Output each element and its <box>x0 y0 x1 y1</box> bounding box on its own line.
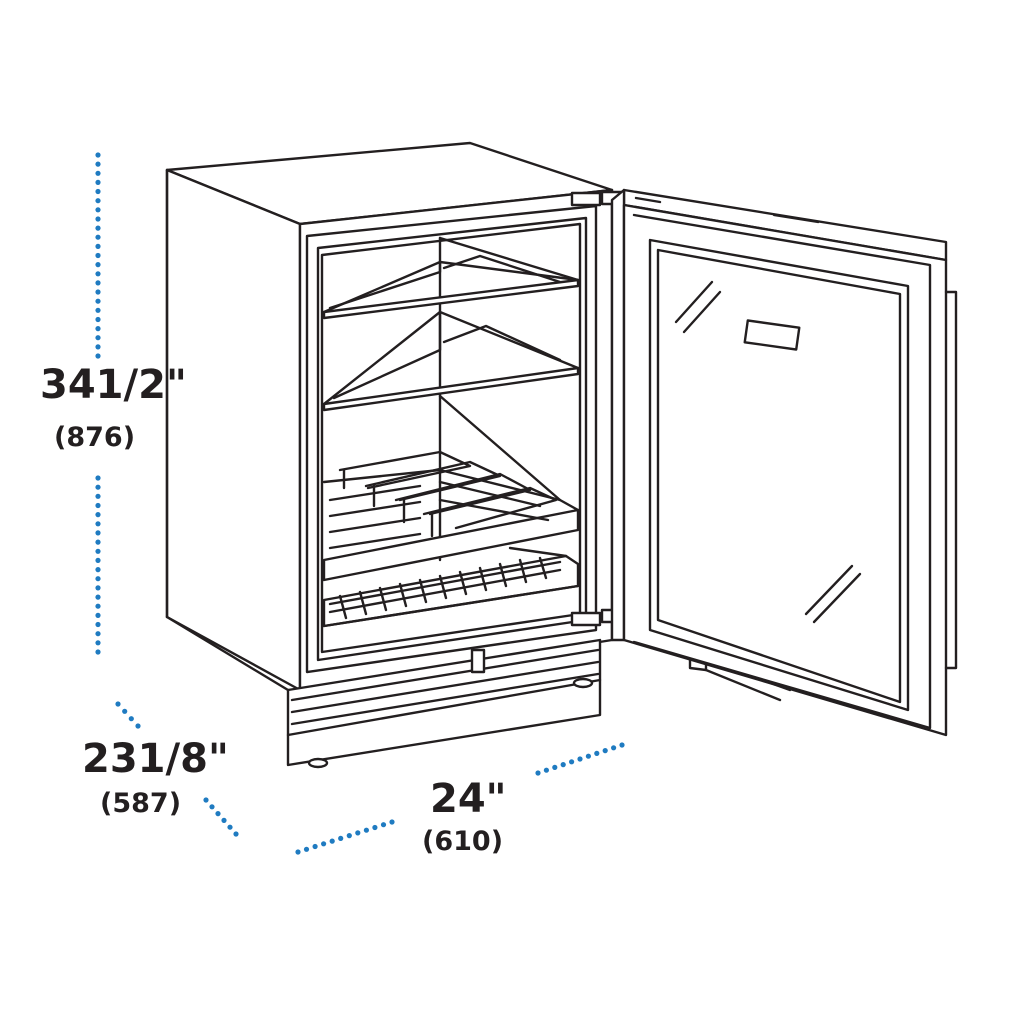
dimension-dot <box>95 640 101 646</box>
dimension-dot <box>95 198 101 204</box>
width-imperial-label: 24" <box>430 776 507 822</box>
dimension-dot <box>594 750 600 757</box>
dimension-dot <box>535 770 541 776</box>
dimension-dot <box>95 280 101 286</box>
dimension-dot <box>380 822 387 828</box>
dimension-dot <box>338 835 344 842</box>
dimension-dot <box>95 243 101 249</box>
dimension-dot <box>95 271 101 277</box>
dimension-dot <box>95 207 101 213</box>
dimension-lines <box>95 152 625 855</box>
dimension-dot <box>321 841 327 847</box>
dimension-dot <box>602 748 608 754</box>
interior-back <box>438 236 580 562</box>
depth-dim-line-top <box>115 701 141 729</box>
depth-imperial-label: 231/8" <box>82 736 229 782</box>
dimension-dot <box>95 631 101 637</box>
dimension-dot <box>95 170 101 176</box>
dimension-dot <box>95 521 101 527</box>
dimension-dot <box>95 326 101 332</box>
width-metric-label: (610) <box>422 826 504 857</box>
width-dim-line-right <box>535 742 625 776</box>
dimension-dot <box>95 621 101 628</box>
dimension-dot <box>95 567 101 573</box>
dimension-dot <box>611 745 617 751</box>
glass-door <box>610 188 958 737</box>
dimension-dot <box>95 585 101 591</box>
width-dim-line-left <box>295 819 395 855</box>
dimension-dot <box>115 701 121 707</box>
dimension-dot <box>221 817 227 824</box>
height-metric-label: (876) <box>54 422 136 453</box>
dimension-dot <box>122 708 128 714</box>
dimension-dot <box>95 353 101 359</box>
dimension-dot <box>95 344 101 350</box>
dimension-dot <box>303 846 310 852</box>
depth-dim-line-bottom <box>203 797 239 837</box>
glass-shelf-middle <box>322 310 580 412</box>
dimension-dot <box>95 179 101 185</box>
dimension-dot <box>95 234 101 240</box>
dimension-dot <box>135 723 141 729</box>
dimension-dot <box>95 557 101 564</box>
depth-metric-label: (587) <box>100 788 182 819</box>
dimension-dot <box>346 833 352 839</box>
height-dim-line-bottom <box>95 475 101 655</box>
dimension-dot <box>389 819 395 825</box>
dimension-dot <box>95 316 101 323</box>
dimension-dot <box>95 530 101 536</box>
dimension-dot <box>329 838 335 844</box>
dimension-dot <box>569 759 575 765</box>
dimension-dot <box>227 824 233 830</box>
dimension-dot <box>312 843 318 850</box>
dimension-dot <box>95 188 101 195</box>
dimension-dot <box>95 493 101 499</box>
dimension-dot <box>543 767 550 773</box>
dimension-dot <box>95 511 101 518</box>
dimension-dot <box>619 742 625 748</box>
dimension-dot <box>95 262 101 268</box>
dimension-dot <box>95 484 101 490</box>
bottom-tray <box>322 546 580 628</box>
dimension-dot <box>355 830 361 836</box>
dimension-dot <box>95 594 101 600</box>
dimension-dot <box>95 307 101 313</box>
dimension-dot <box>95 502 101 509</box>
dimension-dot <box>128 716 134 722</box>
dimension-dot <box>95 603 101 609</box>
dimension-dot <box>215 811 221 817</box>
dimension-dot <box>95 225 101 231</box>
dimension-dot <box>372 824 378 831</box>
dimension-dot <box>95 289 101 295</box>
dimension-dot <box>95 475 101 481</box>
dimension-dot <box>295 849 301 855</box>
dimension-dot <box>209 804 215 810</box>
dimension-dot <box>203 797 209 803</box>
wine-rack <box>322 394 580 582</box>
dimension-dot <box>95 548 101 554</box>
dimension-dot <box>95 612 101 619</box>
glass-shelf-upper <box>322 254 580 320</box>
dimension-dot <box>363 827 369 833</box>
dimension-dot <box>95 252 101 259</box>
dimension-dot <box>560 762 566 768</box>
dimension-dot <box>95 161 101 167</box>
dimension-dot <box>577 756 583 762</box>
dimension-dot <box>233 831 239 837</box>
toe-kick-base <box>165 615 602 769</box>
dimension-dot <box>95 649 101 655</box>
dimension-dot <box>95 335 101 341</box>
height-imperial-label: 341/2" <box>40 362 187 408</box>
height-dim-line-top <box>95 152 101 359</box>
dimension-dot <box>95 298 101 304</box>
dimension-dot <box>552 764 558 771</box>
dimension-dot <box>95 152 101 158</box>
dimension-dot <box>585 753 592 759</box>
dimension-dot <box>95 216 101 222</box>
dimension-dot <box>95 576 101 582</box>
dimension-dot <box>95 539 101 545</box>
